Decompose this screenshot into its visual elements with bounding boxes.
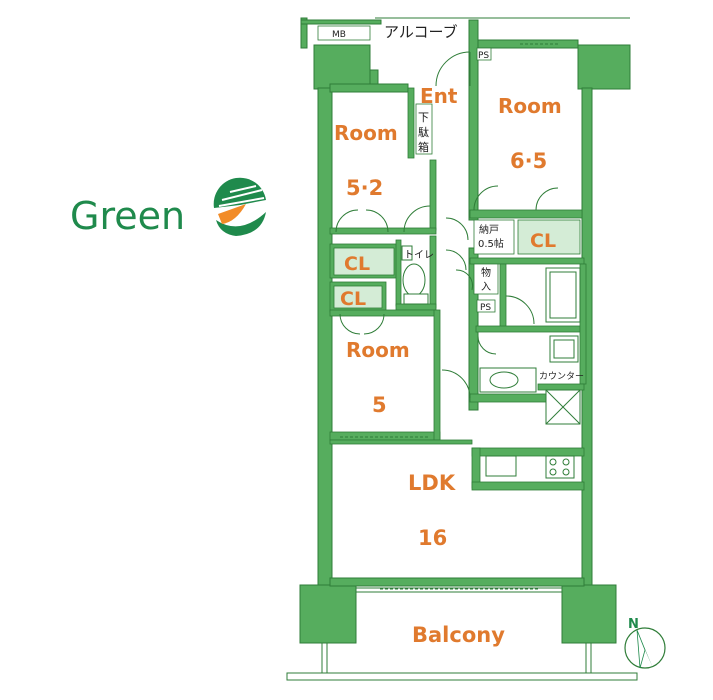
toilet-tank	[401, 245, 413, 261]
storage-small-char-2: 入	[481, 282, 491, 293]
storage-size-label: 0.5帖	[478, 237, 504, 250]
washbasin-icon	[489, 371, 519, 389]
toilet-label: トイレ	[404, 250, 434, 261]
alcove-label: アルコーブ	[384, 23, 458, 41]
ps-mid-area	[476, 299, 496, 313]
toilet-bowl	[402, 263, 426, 297]
storage-room-area	[473, 219, 515, 255]
compass-north-label: N	[628, 617, 639, 632]
storage-room-label: 納戸	[479, 223, 499, 236]
closets	[317, 25, 581, 313]
brand-name: Green	[70, 194, 185, 238]
ldk-size: 16	[418, 526, 447, 550]
ps-top-area	[476, 47, 492, 61]
bathtub-inner	[549, 271, 577, 319]
shoe-box-area	[415, 103, 433, 155]
entrance-label: Ent	[420, 84, 458, 108]
compass-icon: N	[624, 617, 666, 669]
brand-logo: Green	[70, 177, 266, 238]
outer-walls	[286, 17, 638, 681]
room-w-label: Room	[346, 338, 410, 362]
fixtures	[340, 17, 630, 590]
shoe-box-char-3: 箱	[418, 140, 429, 154]
toilet-counter	[403, 293, 429, 305]
closet-2-area	[333, 285, 383, 309]
ps-mid-label: PS	[480, 303, 491, 313]
closet-3-area	[517, 219, 581, 255]
shoe-box-char-2: 駄	[418, 125, 429, 139]
ldk-label: LDK	[408, 471, 456, 495]
meter-box-area	[317, 25, 371, 41]
balcony-label: Balcony	[412, 623, 505, 647]
room-nw-size: 5·2	[346, 176, 383, 200]
closet-1-label: CL	[344, 253, 370, 275]
washer-pan-inner	[553, 339, 575, 359]
kitchen-sink-icon	[485, 455, 517, 477]
storage-small-char-1: 物	[481, 266, 491, 279]
closet-2-label: CL	[340, 288, 366, 310]
meter-box-label: MB	[332, 30, 346, 40]
labels: MB アルコーブ PS PS Ent 下 駄 箱 Room 5·2 Room 6…	[332, 23, 584, 647]
stove-icon	[545, 455, 575, 479]
room-ne-label: Room	[498, 94, 562, 118]
shoe-box-char-1: 下	[418, 111, 429, 124]
closet-1-area	[333, 247, 395, 276]
ps-top-label: PS	[478, 51, 489, 61]
room-w-size: 5	[372, 393, 387, 417]
room-nw-label: Room	[334, 121, 398, 145]
leaf-sun-icon	[213, 177, 266, 236]
counter-label: カウンター	[539, 371, 584, 382]
room-ne-size: 6·5	[510, 149, 547, 173]
storage-small-area	[473, 263, 499, 295]
closet-3-label: CL	[530, 230, 556, 252]
doors	[335, 51, 559, 399]
